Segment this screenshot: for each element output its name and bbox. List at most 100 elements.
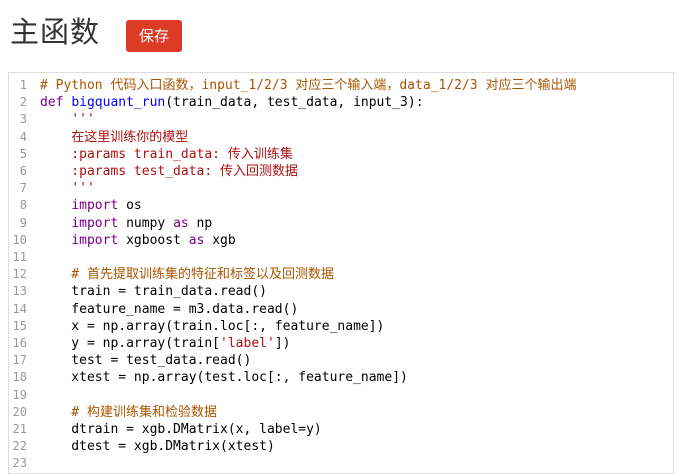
code-line: 13 train = train_data.read() xyxy=(9,283,673,300)
token-keyword: as xyxy=(188,232,205,248)
token-plain: np xyxy=(188,215,213,231)
page-title: 主函数 xyxy=(10,16,101,49)
token-plain: xtest = np.array(test.loc[:, feature_nam… xyxy=(40,370,408,386)
token-plain: dtrain = xgb.DMatrix(x, label=y) xyxy=(40,422,322,438)
token-string: :params train_data: 传入训练集 xyxy=(40,146,293,162)
line-number: 19 xyxy=(12,387,27,402)
line-number: 12 xyxy=(12,267,27,282)
line-number: 3 xyxy=(19,112,27,127)
line-number: 1 xyxy=(19,78,27,92)
code-line: 9 import numpy as np xyxy=(9,215,673,232)
code-line: 4 在这里训练你的模型 xyxy=(9,129,673,146)
token-plain: os xyxy=(118,198,142,214)
line-number: 4 xyxy=(19,129,27,144)
line-number: 8 xyxy=(19,198,27,213)
line-number: 15 xyxy=(12,318,27,333)
token-string: 'label' xyxy=(220,336,275,352)
code-text: x = np.array(train.loc[:, feature_name]) xyxy=(40,318,384,335)
code-line: 23 xyxy=(9,455,673,472)
code-text: feature_name = m3.data.read() xyxy=(40,301,298,318)
line-number: 20 xyxy=(12,404,27,419)
code-line: 1 # Python 代码入口函数，input_1/2/3 对应三个输入端，dat… xyxy=(9,77,673,94)
code-text: ''' xyxy=(40,111,95,128)
line-number: 16 xyxy=(12,336,27,351)
code-text: dtest = xgb.DMatrix(xtest) xyxy=(40,438,275,455)
code-text: xtest = np.array(test.loc[:, feature_nam… xyxy=(40,369,408,386)
token-string: 在这里训练你的模型 xyxy=(40,129,189,145)
line-number: 10 xyxy=(12,232,27,247)
code-line: 10 import xgboost as xgb xyxy=(9,232,673,249)
code-line: 2 def bigquant_run(train_data, test_data,… xyxy=(9,94,673,111)
token-comment: # 首先提取训练集的特征和标签以及回测数据 xyxy=(40,267,334,283)
line-number: 17 xyxy=(12,353,27,368)
token-plain: numpy xyxy=(118,215,174,231)
code-line: 21 dtrain = xgb.DMatrix(x, label=y) xyxy=(9,421,673,438)
code-line: 22 dtest = xgb.DMatrix(xtest) xyxy=(9,438,673,455)
line-number: 14 xyxy=(12,301,27,316)
token-plain xyxy=(40,198,71,213)
code-line: 11 xyxy=(9,249,673,266)
token-keyword: def xyxy=(40,95,64,111)
save-button[interactable]: 保存 xyxy=(126,20,183,52)
code-text: test = test_data.read() xyxy=(40,352,251,369)
code-line: 8 import os xyxy=(9,197,673,214)
line-number: 2 xyxy=(19,95,27,110)
code-text: train = train_data.read() xyxy=(40,283,267,300)
code-text: 在这里训练你的模型 xyxy=(40,129,188,146)
code-line: 18 xtest = np.array(test.loc[:, feature_… xyxy=(9,369,673,386)
token-plain: xgboost xyxy=(118,232,189,248)
code-line: 5 :params train_data: 传入训练集 xyxy=(9,146,673,163)
token-string: ''' xyxy=(40,181,95,197)
code-line: 14 feature_name = m3.data.read() xyxy=(9,301,673,318)
code-line: 7 ''' xyxy=(9,180,673,197)
token-string: ''' xyxy=(40,112,95,128)
code-text: ''' xyxy=(40,180,95,197)
code-text: import os xyxy=(40,197,142,214)
token-plain: (train_data, test_data, input_3): xyxy=(165,95,424,111)
line-number: 9 xyxy=(19,215,27,230)
token-plain: test = test_data.read() xyxy=(40,353,252,369)
code-text: :params test_data: 传入回测数据 xyxy=(40,163,298,180)
token-comment: # 构建训练集和检验数据 xyxy=(40,404,217,420)
token-plain: feature_name = m3.data.read() xyxy=(40,301,299,317)
line-number: 6 xyxy=(19,164,27,179)
code-line: 20 # 构建训练集和检验数据 xyxy=(9,404,673,421)
code-text: :params train_data: 传入训练集 xyxy=(40,146,293,163)
token-plain xyxy=(40,216,71,231)
code-line: 17 test = test_data.read() xyxy=(9,352,673,369)
code-line: 16 y = np.array(train['label']) xyxy=(9,335,673,352)
code-text: # 构建训练集和检验数据 xyxy=(40,404,217,421)
code-text: y = np.array(train['label']) xyxy=(40,335,290,352)
code-text: def bigquant_run(train_data, test_data, … xyxy=(40,94,424,111)
line-number: 18 xyxy=(12,370,27,385)
line-number: 7 xyxy=(19,181,27,196)
code-text: dtrain = xgb.DMatrix(x, label=y) xyxy=(40,421,322,438)
token-keyword: import xyxy=(71,198,119,214)
code-line: 15 x = np.array(train.loc[:, feature_nam… xyxy=(9,318,673,335)
line-number: 5 xyxy=(19,146,27,161)
token-plain: dtest = xgb.DMatrix(xtest) xyxy=(40,439,275,455)
token-comment: # Python 代码入口函数，input_1/2/3 对应三个输入端，data… xyxy=(40,78,577,93)
token-plain xyxy=(40,233,71,248)
editor-lines: 1 # Python 代码入口函数，input_1/2/3 对应三个输入端，dat… xyxy=(9,77,673,473)
token-keyword: as xyxy=(173,215,189,231)
token-plain: y = np.array(train[ xyxy=(40,336,221,352)
token-keyword: import xyxy=(71,215,119,231)
code-line: 6 :params test_data: 传入回测数据 xyxy=(9,163,673,180)
token-plain: train = train_data.read() xyxy=(40,284,267,300)
line-number: 23 xyxy=(12,456,27,471)
code-line: 19 xyxy=(9,387,673,404)
page-header: 主函数 保存 xyxy=(0,0,682,60)
token-plain: ]) xyxy=(274,336,291,352)
token-keyword: import xyxy=(71,232,119,248)
code-text: import numpy as np xyxy=(40,215,212,232)
code-text: import xgboost as xgb xyxy=(40,232,235,249)
token-definition: bigquant_run xyxy=(71,95,166,111)
token-string: :params test_data: 传入回测数据 xyxy=(40,164,299,180)
line-number: 21 xyxy=(12,422,27,437)
line-number: 11 xyxy=(12,250,27,265)
code-editor[interactable]: 1 # Python 代码入口函数，input_1/2/3 对应三个输入端，dat… xyxy=(8,72,674,474)
code-line: 12 # 首先提取训练集的特征和标签以及回测数据 xyxy=(9,266,673,283)
line-number: 13 xyxy=(12,284,27,299)
code-text: # 首先提取训练集的特征和标签以及回测数据 xyxy=(40,266,334,283)
